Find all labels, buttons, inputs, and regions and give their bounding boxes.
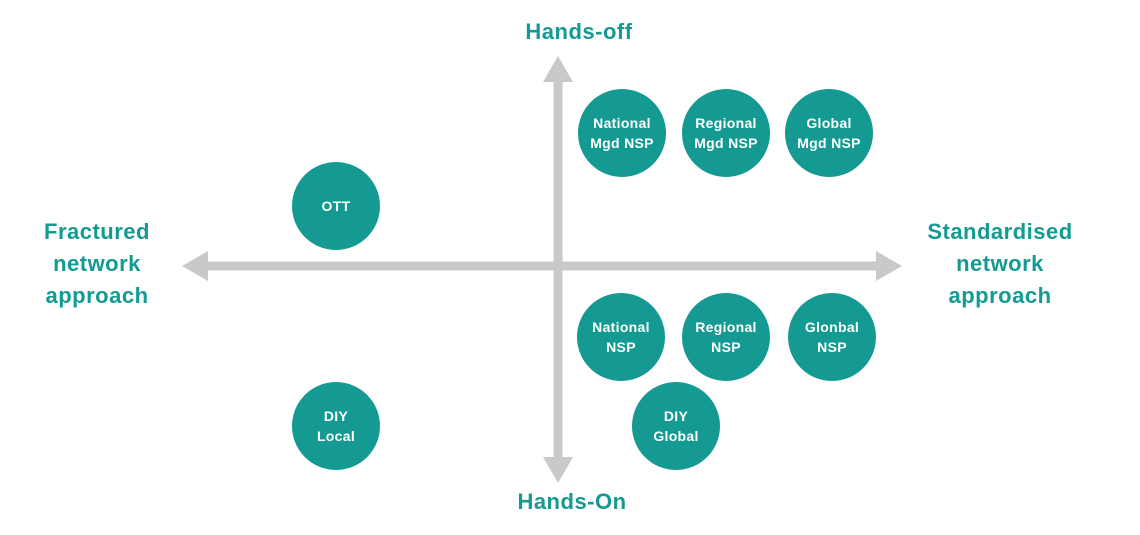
axis-label-hands-off: Hands-off [525, 19, 633, 44]
bubble-national-mgd-nsp: National Mgd NSP [578, 89, 666, 177]
axis-label-standardised-network-approach: Standardised network approach [927, 219, 1073, 308]
axis-label-hands-on: Hands-On [517, 489, 627, 514]
bubble-diy-global: DIY Global [632, 382, 720, 470]
horizontal-axis-arrow [182, 251, 902, 281]
arrow-left-icon [182, 251, 208, 281]
bubble-diy-local: DIY Local [292, 382, 380, 470]
bubble-national-nsp: National NSP [577, 293, 665, 381]
bubble-regional-nsp: Regional NSP [682, 293, 770, 381]
bubble-glonbal-nsp: Glonbal NSP [788, 293, 876, 381]
bubble-global-mgd-nsp: Global Mgd NSP [785, 89, 873, 177]
arrow-up-icon [543, 56, 573, 82]
axis-label-fractured-network-approach: Fractured network approach [44, 219, 150, 308]
arrow-right-icon [876, 251, 902, 281]
bubble-regional-mgd-nsp: Regional Mgd NSP [682, 89, 770, 177]
arrow-down-icon [543, 457, 573, 483]
bubble-ott: OTT [292, 162, 380, 250]
